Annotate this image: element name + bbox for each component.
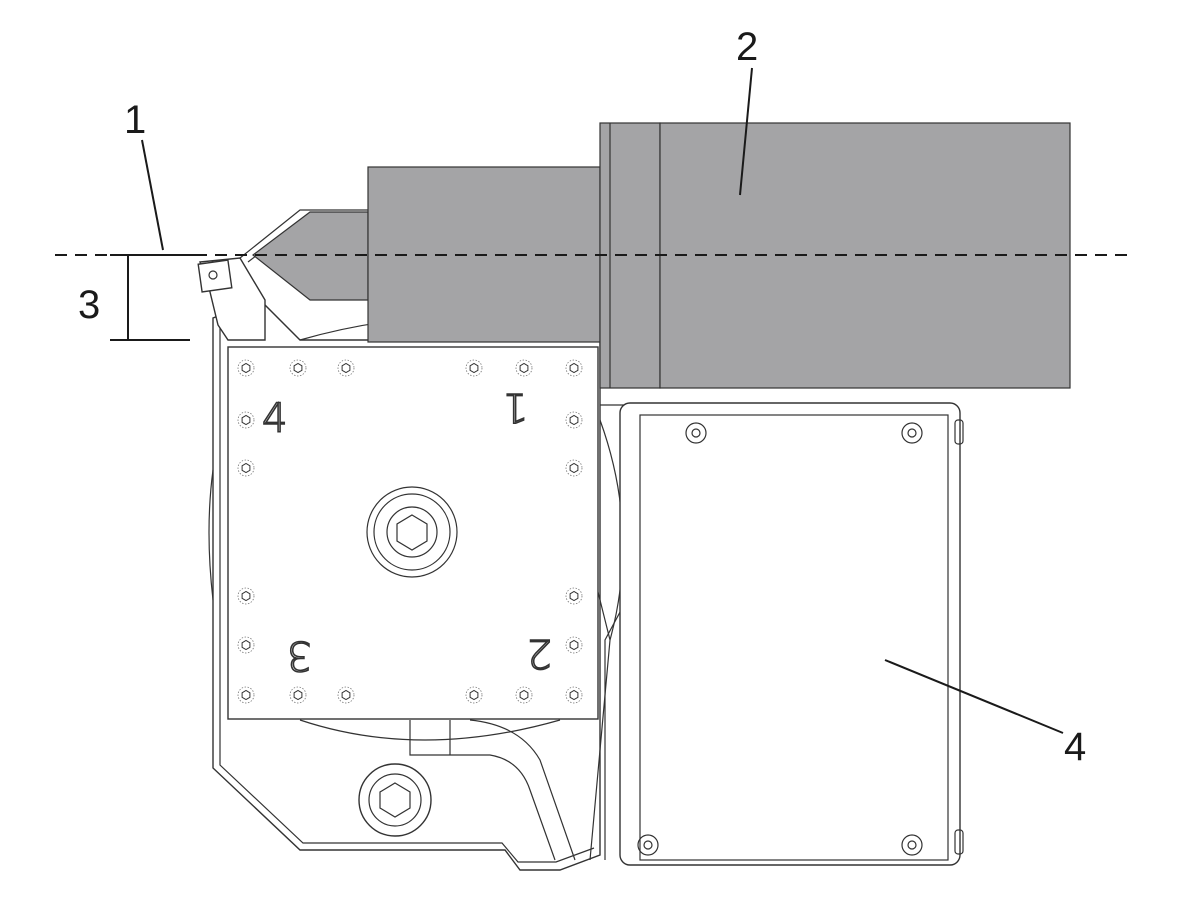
block-screw <box>565 636 583 654</box>
height-dimension <box>110 254 195 341</box>
callout-3: 3 <box>78 283 100 327</box>
position-label-top-left: 4 <box>262 396 287 442</box>
block-screw <box>565 686 583 704</box>
callout-4: 4 <box>1064 725 1086 769</box>
position-label-bottom-right: 2 <box>527 630 552 676</box>
tool-holder <box>197 209 370 341</box>
cover-plate <box>619 402 964 866</box>
leader-line-1 <box>141 139 164 251</box>
block-screw <box>515 686 533 704</box>
block-screw <box>337 359 355 377</box>
block-screw <box>565 411 583 429</box>
block-screw <box>515 359 533 377</box>
block-screw <box>465 686 483 704</box>
lower-bolt <box>358 763 432 837</box>
cover-screw <box>685 422 707 444</box>
block-screw <box>289 359 307 377</box>
leader-line-2 <box>739 67 753 196</box>
block-screw <box>237 587 255 605</box>
block-screw <box>565 359 583 377</box>
callout-2: 2 <box>736 25 758 69</box>
tool-block <box>227 346 599 720</box>
block-screw <box>237 686 255 704</box>
block-screw <box>237 411 255 429</box>
block-screw <box>237 459 255 477</box>
block-screw <box>337 686 355 704</box>
center-bolt <box>366 486 458 578</box>
tool-block-screws <box>237 359 583 704</box>
position-label-bottom-left: 3 <box>287 632 312 678</box>
block-screw <box>289 686 307 704</box>
leader-line-4 <box>884 659 1064 734</box>
block-screw <box>565 587 583 605</box>
cover-screw <box>901 834 923 856</box>
block-screw <box>237 636 255 654</box>
block-screw <box>465 359 483 377</box>
cover-screw <box>901 422 923 444</box>
position-label-top-right: 1 <box>503 384 528 430</box>
block-screw <box>565 459 583 477</box>
block-screw <box>237 359 255 377</box>
callout-1: 1 <box>124 98 146 142</box>
cover-screw <box>637 834 659 856</box>
